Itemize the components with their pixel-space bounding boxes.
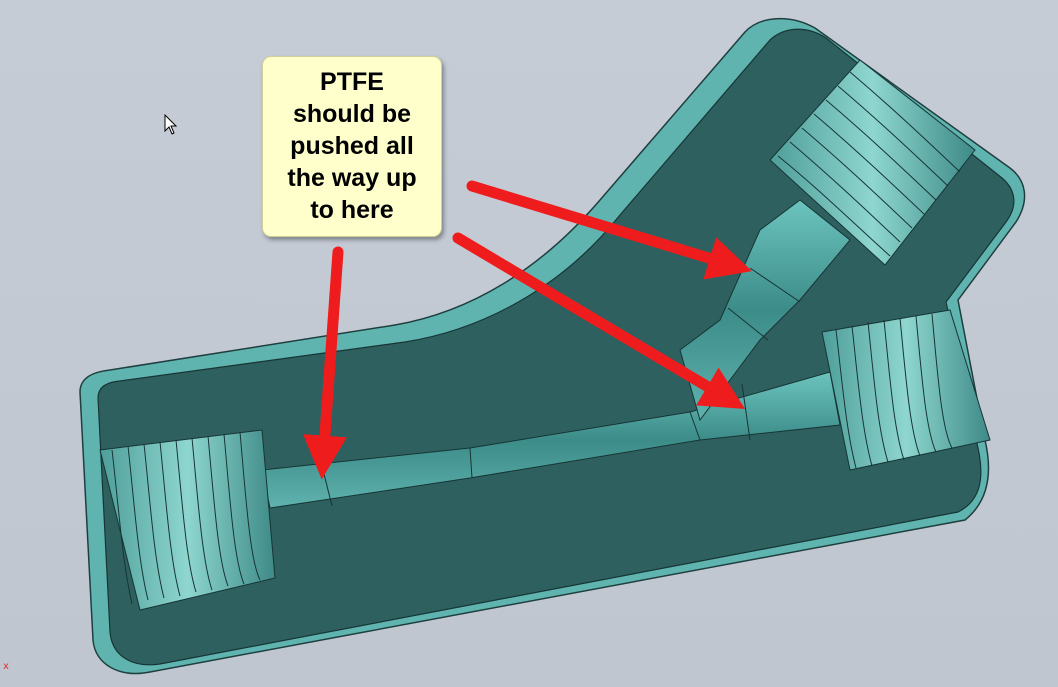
callout-line-2: should be [292, 100, 412, 128]
callout-line-3: pushed all [290, 132, 414, 160]
origin-marker: x [3, 661, 9, 672]
annotation-arrows [302, 180, 752, 480]
callout-line-5: to here [310, 196, 394, 224]
red-arrow-icon [466, 180, 752, 280]
callout-line-4: the way up [287, 164, 417, 192]
mouse-pointer-icon [164, 113, 178, 141]
part-section-face [97, 28, 1015, 666]
left-thread [99, 429, 276, 611]
callout-note: PTFE should be pushed all the way up to … [262, 56, 442, 237]
callout-line-1: PTFE [320, 68, 384, 96]
top-thread [769, 59, 976, 266]
red-arrow-icon [302, 246, 347, 480]
red-arrow-icon [452, 232, 746, 410]
right-thread [821, 309, 991, 471]
